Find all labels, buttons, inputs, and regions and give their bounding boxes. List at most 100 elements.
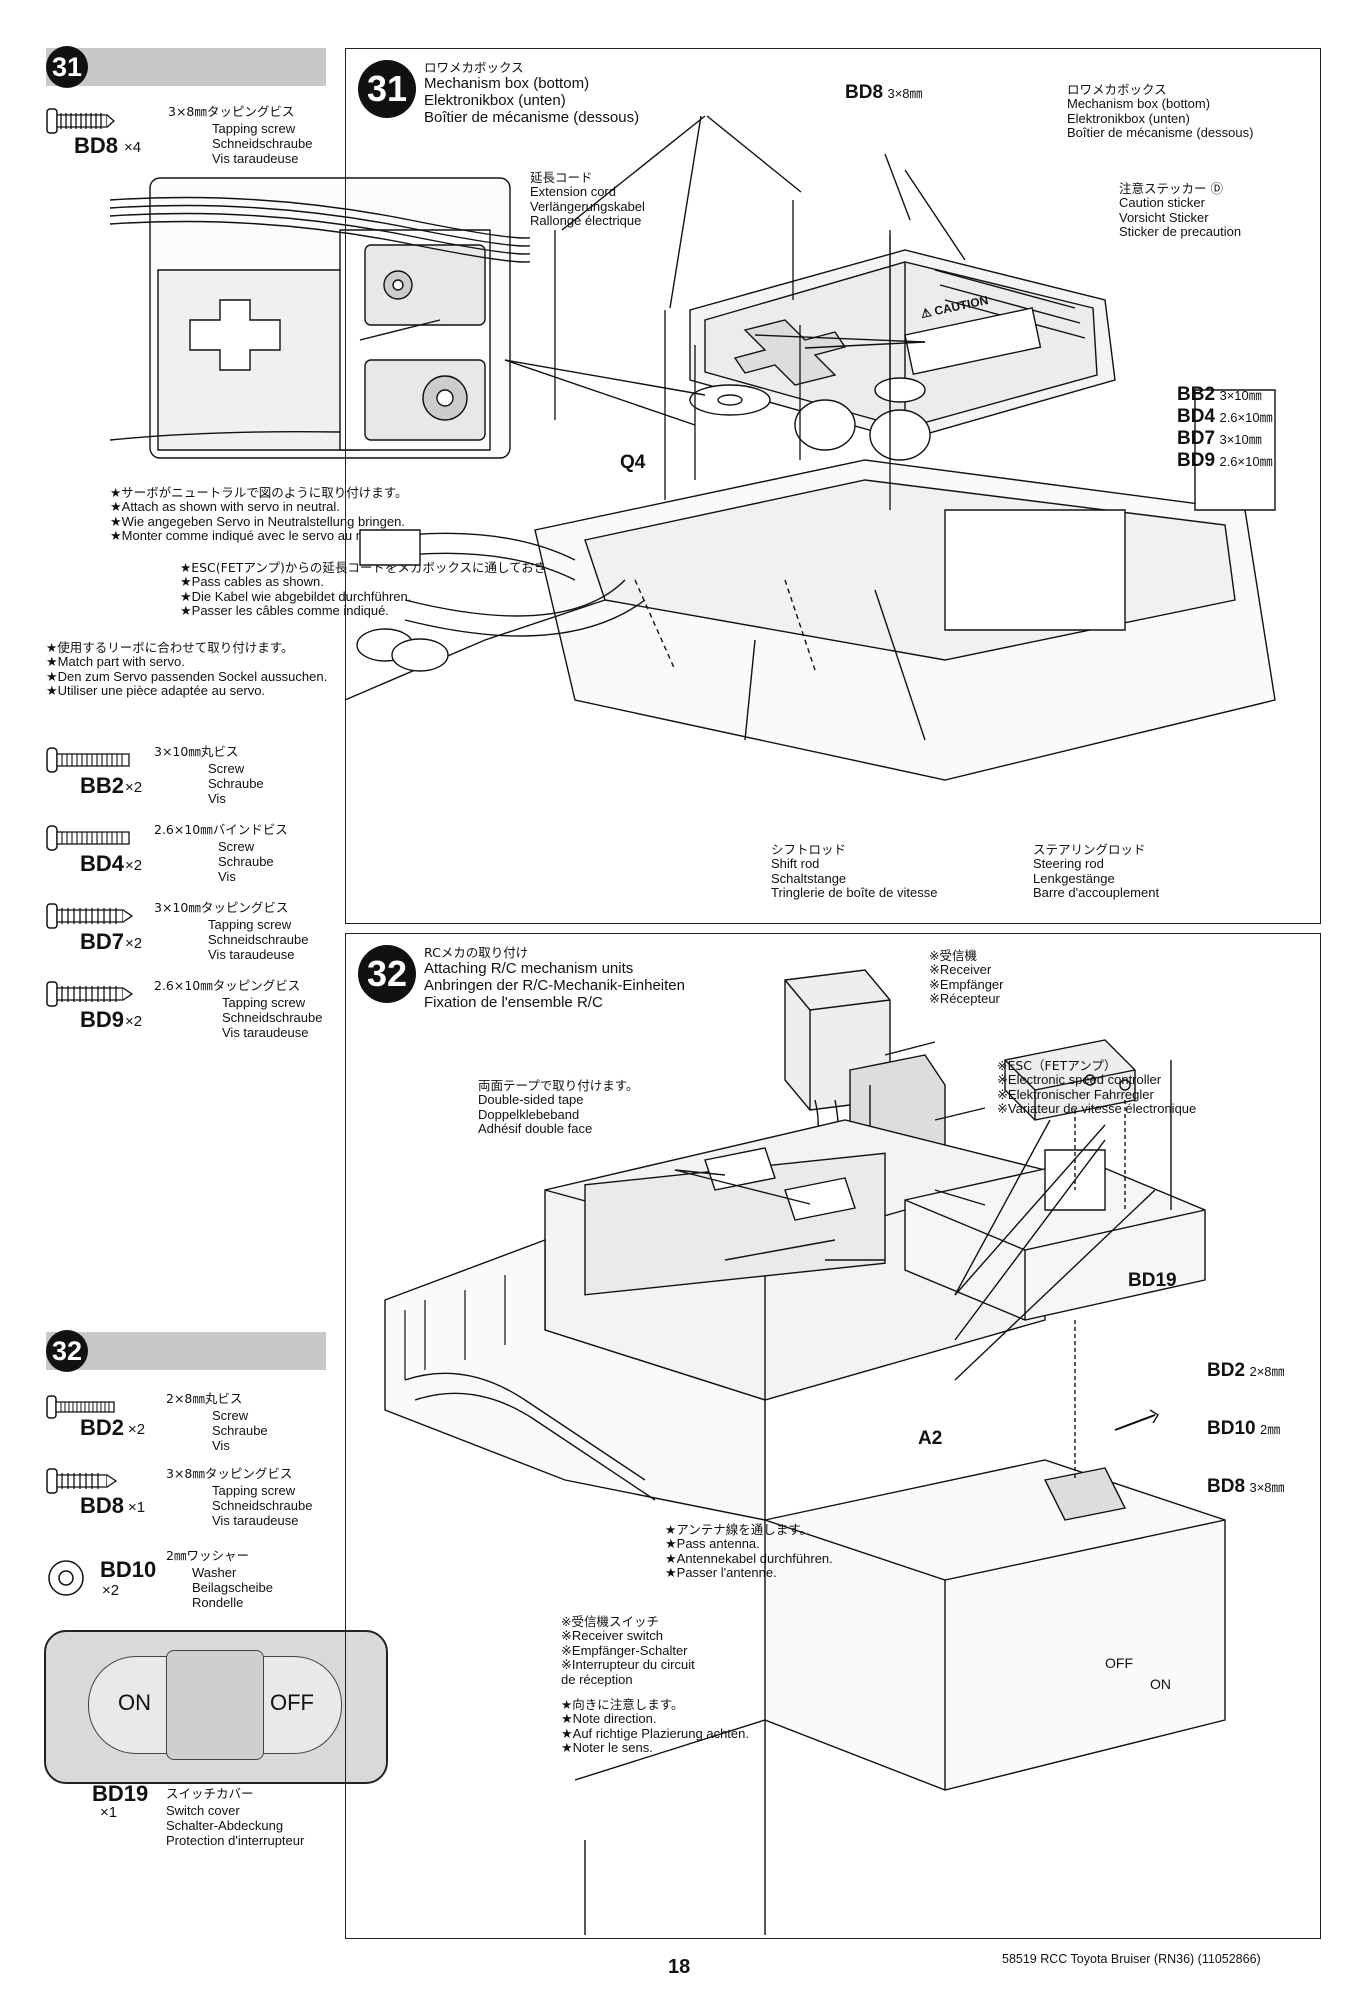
mechanism-box-label: ロワメカボックス Mechanism box (bottom) Elektron… [1067, 82, 1254, 140]
step31-bd8-callout: BD8 3×8㎜ [845, 82, 923, 103]
shift-rod-label: シフトロッド Shift rod Schaltstange Tringlerie… [771, 842, 938, 900]
part-jp: 3×8㎜タッピングビス [168, 104, 295, 119]
part-fr: Protection d'interrupteur [166, 1833, 305, 1848]
esc-cable-note: ★ESC(FETアンプ)からの延長コードをメカボックスに通しておきます。 ★Pa… [180, 560, 583, 618]
part-jp: スイッチカバー [166, 1786, 254, 1801]
document-reference: 58519 RCC Toyota Bruiser (RN36) (1105286… [1002, 1952, 1261, 1966]
screw-bd2-icon [46, 1394, 136, 1425]
step31-panel [345, 48, 1321, 924]
washer-bd10-icon [46, 1558, 86, 1603]
part-jp: 3×8㎜タッピングビス [166, 1466, 293, 1481]
bd2-callout: BD2 2×8㎜ [1207, 1360, 1285, 1381]
part-jp: 3×10㎜丸ビス [154, 744, 239, 759]
step32-number: 32 [358, 945, 416, 1003]
a2-callout: A2 [918, 1428, 943, 1449]
esc-label: ※ESC（FETアンプ） ※Electronic speed controlle… [997, 1058, 1197, 1116]
note-direction: ★向きに注意します。 ★Note direction. ★Auf richtig… [561, 1697, 749, 1755]
part-de: Schraube [212, 1423, 268, 1438]
part-jp: 2.6×10㎜バインドビス [154, 822, 288, 837]
step32-parts-number: 32 [46, 1330, 88, 1372]
screw-bd4-icon [46, 823, 136, 858]
part-de: Schraube [208, 776, 264, 791]
step31-parts-number: 31 [46, 46, 88, 88]
part-jp: 3×10㎜タッピングビス [154, 900, 289, 915]
part-en: Screw [208, 761, 245, 776]
step32-parts-header [46, 1332, 326, 1370]
part-de: Schneidschraube [222, 1010, 323, 1025]
switch-on-label: ON [118, 1690, 151, 1715]
part-de: Schneidschraube [208, 932, 309, 947]
switch-off-label: OFF [270, 1690, 314, 1715]
part-de: Beilagscheibe [192, 1580, 273, 1595]
part-fr: Vis taraudeuse [212, 1513, 299, 1528]
page-number: 18 [668, 1956, 691, 1978]
bd8-callout: BD8 3×8㎜ [1207, 1476, 1285, 1497]
part-fr: Vis [208, 791, 226, 806]
screw-bd9-icon [46, 979, 136, 1014]
part-qty: ×2 [125, 935, 143, 952]
step32-panel [345, 933, 1321, 1939]
part-de: Schalter-Abdeckung [166, 1818, 284, 1833]
step31-parts-header [46, 48, 326, 86]
part-code: BD8 [74, 133, 119, 158]
part-qty: ×2 [128, 1421, 146, 1438]
receiver-label: ※受信機 ※Receiver ※Empfänger ※Récepteur [929, 948, 1004, 1006]
part-qty: ×1 [100, 1804, 118, 1821]
switch-cover-illustration: ON OFF [44, 1630, 388, 1784]
part-jp: 2㎜ワッシャー [166, 1548, 249, 1563]
part-en: Tapping screw [208, 917, 292, 932]
servo-neutral-note: ★サーボがニュートラルで図のように取り付けます。 ★Attach as show… [110, 485, 408, 543]
part-qty: ×2 [125, 779, 143, 796]
part-fr: Vis taraudeuse [212, 151, 299, 166]
pass-antenna-note: ★アンテナ線を通します。 ★Pass antenna. ★Antennekabe… [665, 1522, 833, 1580]
switch-on-direction: ON [1150, 1676, 1171, 1692]
step31-title: ロワメカボックス Mechanism box (bottom) Elektron… [424, 60, 640, 126]
part-qty: ×1 [128, 1499, 146, 1516]
part-code: BD19 [92, 1781, 149, 1806]
ext-cord-label: 延長コード Extension cord Verlängerungskabel … [530, 170, 645, 228]
caution-sticker-label: 注意ステッカー Ⓓ Caution sticker Vorsicht Stick… [1119, 181, 1242, 239]
step31-number: 31 [358, 60, 416, 118]
servo-mount-diagram [110, 170, 530, 475]
steering-rod-label: ステアリングロッド Steering rod Lenkgestänge Barr… [1033, 842, 1160, 900]
screw-bb2-icon [46, 745, 136, 780]
servo-horn-note: ★使用するリーボに合わせて取り付けます。 ★Match part with se… [46, 640, 328, 698]
screw-bd7-icon [46, 901, 136, 936]
part-en: Washer [192, 1565, 237, 1580]
part-fr: Rondelle [192, 1595, 244, 1610]
part-code: BD8 [80, 1493, 125, 1518]
rc-mechanism-diagram [345, 960, 1321, 1940]
mechanism-box-diagram [345, 80, 1321, 925]
part-qty: ×4 [124, 139, 142, 156]
part-fr: Vis [212, 1438, 230, 1453]
bd19-callout: BD19 [1128, 1270, 1177, 1291]
part-qty: ×2 [125, 1013, 143, 1030]
part-de: Schraube [218, 854, 274, 869]
part-en: Switch cover [166, 1803, 240, 1818]
part-code: BD2 [80, 1415, 125, 1440]
part-de: Schneidschraube [212, 1498, 313, 1513]
screw-bd8-icon [46, 1466, 136, 1501]
part-fr: Vis taraudeuse [208, 947, 295, 962]
part-code: BB2 [80, 773, 125, 798]
part-en: Screw [212, 1408, 249, 1423]
part-en: Tapping screw [212, 1483, 296, 1498]
part-jp: 2.6×10㎜タッピングビス [154, 978, 301, 993]
q4-label: Q4 [620, 452, 646, 473]
double-sided-tape-label: 両面テープで取り付けます。 Double-sided tape Doppelkl… [478, 1078, 639, 1136]
part-qty: ×2 [102, 1582, 120, 1599]
part-jp: 2×8㎜丸ビス [166, 1391, 243, 1406]
part-code: BD9 [80, 1007, 125, 1032]
receiver-switch-label: ※受信機スイッチ ※Receiver switch ※Empfänger-Sch… [561, 1614, 695, 1687]
part-code: BD10 [100, 1557, 157, 1582]
servo-screw-callouts: BB2 3×10㎜ BD4 2.6×10㎜ BD7 3×10㎜ BD9 2.6×… [1177, 384, 1273, 471]
bd10-callout: BD10 2㎜ [1207, 1418, 1281, 1439]
part-en: Tapping screw [212, 121, 296, 136]
part-fr: Vis [218, 869, 236, 884]
part-code: BD7 [80, 929, 125, 954]
part-qty: ×2 [125, 857, 143, 874]
step32-title: RCメカの取り付け Attaching R/C mechanism units … [424, 945, 685, 1011]
part-de: Schneidschraube [212, 136, 313, 151]
screw-bd8-icon [46, 104, 116, 143]
part-code: BD4 [80, 851, 125, 876]
